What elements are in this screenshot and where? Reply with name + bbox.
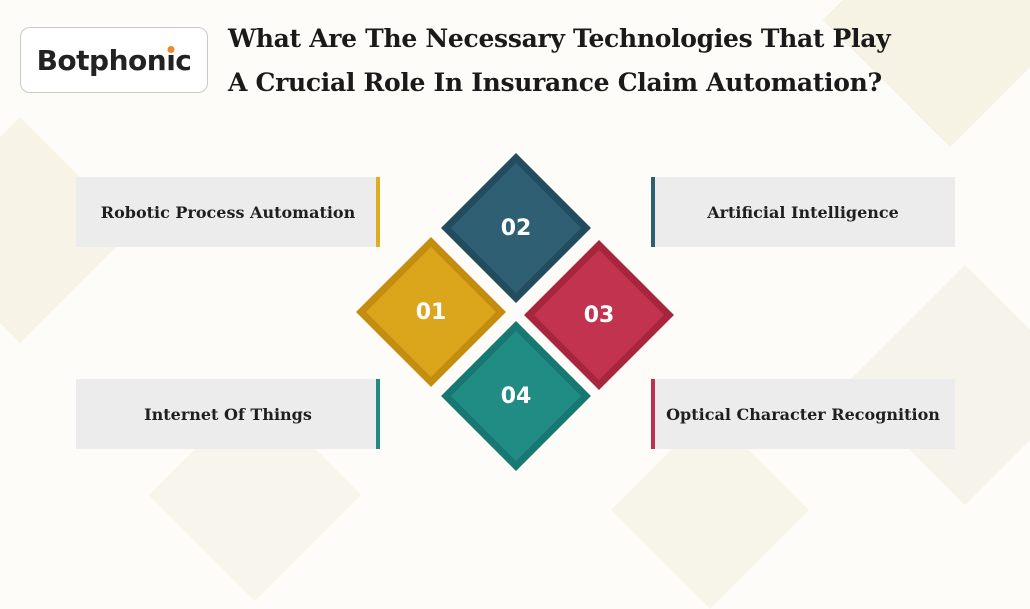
accent-bar (651, 177, 655, 247)
diamond-03: 03 (524, 240, 674, 390)
label-robotic-process-automation: Robotic Process Automation (76, 177, 380, 247)
brand-logo-text: Botphonıc (36, 43, 192, 77)
diamond-02: 02 (441, 153, 591, 303)
accent-bar (651, 379, 655, 449)
brand-logo: Botphonıc (20, 27, 208, 93)
label-artificial-intelligence: Artificial Intelligence (651, 177, 955, 247)
label-optical-character-recognition: Optical Character Recognition (651, 379, 955, 449)
diamond-04-number: 04 (500, 383, 532, 409)
label-text: Internet Of Things (144, 404, 312, 424)
page-title-line-1: What Are The Necessary Technologies That… (228, 24, 891, 53)
label-text: Artificial Intelligence (707, 202, 899, 222)
diamond-01: 01 (356, 237, 506, 387)
diamond-03-number: 03 (583, 302, 615, 328)
diamond-02-number: 02 (500, 215, 532, 241)
diamond-04: 04 (441, 321, 591, 471)
accent-bar (376, 177, 380, 247)
accent-bar (376, 379, 380, 449)
label-internet-of-things: Internet Of Things (76, 379, 380, 449)
label-text: Optical Character Recognition (666, 404, 940, 424)
page-title-line-2: A Crucial Role In Insurance Claim Automa… (228, 68, 882, 97)
label-text: Robotic Process Automation (100, 202, 356, 222)
diamond-01-number: 01 (415, 299, 447, 325)
